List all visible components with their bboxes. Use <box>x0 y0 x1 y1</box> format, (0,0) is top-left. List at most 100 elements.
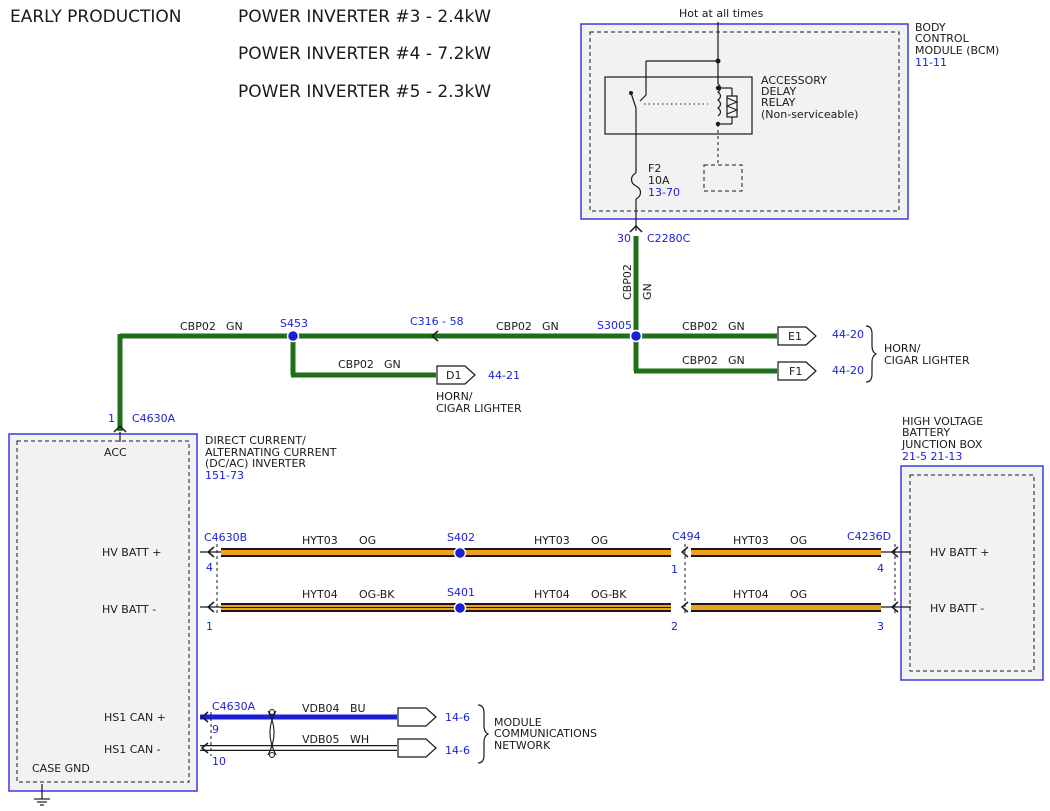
splice-s3005-label: S3005 <box>597 319 632 332</box>
mid-wire-circuit: CBP02 <box>496 320 532 333</box>
splice-s402-label: S402 <box>447 531 475 544</box>
can-minus-arrow-icon <box>200 742 209 754</box>
relay-label-3: RELAY <box>761 96 796 109</box>
can-plus-terminal <box>397 707 437 727</box>
jbox-ref: 21-5 21-13 <box>902 450 962 463</box>
inverter-ref: 151-73 <box>205 469 244 482</box>
terminal-d1: D1 <box>436 365 476 385</box>
c2280c-arrow-icon <box>629 224 643 233</box>
fuse-icon <box>630 172 642 200</box>
inverter-hs1-can-plus: HS1 CAN + <box>104 711 166 724</box>
bcm-name-2: CONTROL <box>915 32 970 45</box>
inverter-5-label: POWER INVERTER #5 - 2.3kW <box>238 82 491 102</box>
hv-seg3-minus-circuit: HYT04 <box>733 588 769 601</box>
inverter-hv-batt-plus: HV BATT + <box>102 546 161 559</box>
fuse-name: F2 <box>648 162 661 175</box>
bcm-ref: 11-11 <box>915 56 947 69</box>
horn-bracket-icon <box>865 325 878 383</box>
green-wire-network <box>117 236 777 431</box>
relay-box <box>604 76 753 135</box>
hv-wire-network <box>200 544 911 615</box>
splice-s3005 <box>629 329 643 343</box>
e1-wire-circuit: CBP02 <box>682 320 718 333</box>
hv-seg1-plus-circuit: HYT03 <box>302 534 338 547</box>
hv-seg2-minus-color: OG-BK <box>591 588 627 601</box>
terminal-e1-label: E1 <box>788 330 802 343</box>
can-minus-color: WH <box>350 733 369 746</box>
terminal-d1-ref: 44-21 <box>488 369 520 382</box>
inverter-case-gnd: CASE GND <box>32 762 90 775</box>
horn-d1-label-1: HORN/ <box>436 390 473 403</box>
can-minus-terminal <box>397 738 437 758</box>
horn-d1-label-2: CIGAR LIGHTER <box>436 402 522 415</box>
network-label-3: NETWORK <box>494 739 551 752</box>
acc-connector: C4630A <box>132 412 176 425</box>
splice-s401-label: S401 <box>447 586 475 599</box>
ground-icon <box>34 784 50 806</box>
inverter-module <box>8 433 198 792</box>
network-label-1: MODULE <box>494 716 542 729</box>
horn-right-label-2: CIGAR LIGHTER <box>884 354 970 367</box>
terminal-f1-label: F1 <box>789 365 802 378</box>
splice-s453-label: S453 <box>280 317 308 330</box>
terminal-e1: E1 <box>777 326 817 346</box>
can-pin-plus: 9 <box>212 723 219 736</box>
c4630b-plus-arrow-icon <box>206 546 215 558</box>
can-plus-ref: 14-6 <box>445 711 470 724</box>
inverter-name-1: DIRECT CURRENT/ <box>205 434 306 447</box>
bcm-name-1: BODY <box>915 21 946 34</box>
hv-seg3-minus-color: OG <box>790 588 807 601</box>
vert-wire-color: GN <box>641 283 654 300</box>
can-minus-circuit: VDB05 <box>302 733 340 746</box>
production-label: EARLY PRODUCTION <box>10 7 182 27</box>
can-pin-minus: 10 <box>212 755 226 768</box>
bcm-pin: 30 <box>617 232 631 245</box>
hv-seg1-plus-color: OG <box>359 534 376 547</box>
c4236d-pin-plus: 4 <box>877 562 884 575</box>
can-minus-ref: 14-6 <box>445 744 470 757</box>
horn-right-label-1: HORN/ <box>884 342 921 355</box>
hv-seg2-plus-color: OG <box>591 534 608 547</box>
junction-box-module <box>900 465 1044 681</box>
f1-wire-circuit: CBP02 <box>682 354 718 367</box>
f1-wire-color: GN <box>728 354 745 367</box>
can-plus-color: BU <box>350 702 366 715</box>
relay-label-2: DELAY <box>761 85 796 98</box>
bcm-connector: C2280C <box>647 232 691 245</box>
c494-label: C494 <box>672 530 701 543</box>
jbox-name-3: JUNCTION BOX <box>901 438 983 451</box>
c4630b-minus-arrow-icon <box>206 601 215 613</box>
c4236d-plus-arrow-icon <box>890 546 899 558</box>
terminal-e1-ref: 44-20 <box>832 328 864 341</box>
c4236d-label: C4236D <box>847 530 891 543</box>
bcm-name-3: MODULE (BCM) <box>915 44 999 57</box>
vert-wire-circuit: CBP02 <box>621 264 634 300</box>
can-plus-circuit: VDB04 <box>302 702 340 715</box>
c494-pin-minus: 2 <box>671 620 678 633</box>
network-label-2: COMMUNICATIONS <box>494 727 597 740</box>
acc-label: ACC <box>104 446 127 459</box>
splice-s453 <box>286 329 300 343</box>
inverter-name-2: ALTERNATING CURRENT <box>205 446 337 459</box>
fuse-rating: 10A <box>648 174 670 187</box>
inverter-hv-batt-minus: HV BATT - <box>102 603 156 616</box>
c316-arrow-icon <box>430 330 439 342</box>
inverter-hs1-can-minus: HS1 CAN - <box>104 743 161 756</box>
c4236d-pin-minus: 3 <box>877 620 884 633</box>
jbox-hv-batt-plus: HV BATT + <box>930 546 989 559</box>
network-bracket-icon <box>477 704 490 764</box>
hv-seg3-plus-circuit: HYT03 <box>733 534 769 547</box>
relay-label-4: (Non-serviceable) <box>761 108 858 121</box>
can-wire-network <box>200 709 397 758</box>
inverter-4-label: POWER INVERTER #4 - 7.2kW <box>238 44 491 64</box>
jbox-name-2: BATTERY <box>902 426 950 439</box>
jbox-name-1: HIGH VOLTAGE <box>902 415 983 428</box>
hv-seg3-plus-color: OG <box>790 534 807 547</box>
c494-minus-arrow-icon <box>680 601 689 613</box>
c494-plus-arrow-icon <box>680 546 689 558</box>
c4630b-pin-minus: 1 <box>206 620 213 633</box>
acc-pin: 1 <box>108 412 115 425</box>
top-left-wire-circuit: CBP02 <box>180 320 216 333</box>
splice-s402 <box>453 546 467 560</box>
